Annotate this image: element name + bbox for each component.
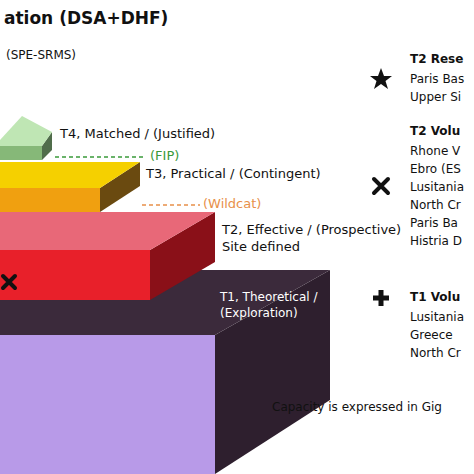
- fip-line: [55, 156, 146, 158]
- text-label: Lusitania: [410, 180, 464, 194]
- text-label: (Wildcat): [203, 196, 261, 212]
- title: ation (DSA+DHF): [4, 8, 168, 28]
- text-label: North Cr: [410, 198, 461, 212]
- star-symbol: [370, 68, 392, 89]
- text-label: Paris Bas: [410, 72, 464, 86]
- tier-face: [0, 188, 100, 212]
- text-label: Histria D: [410, 234, 462, 248]
- tier-label: T2, Effective / (Prospective) Site defin…: [222, 222, 427, 256]
- tier-face: [0, 212, 215, 250]
- text-label: (SPE-SRMS): [6, 48, 76, 62]
- text-label: Lusitania: [410, 310, 464, 324]
- cross-symbol: [3, 276, 15, 288]
- text-label: Greece: [410, 328, 453, 342]
- text-label: Upper Si: [410, 90, 461, 104]
- tier-face: [0, 335, 215, 474]
- text-label: Capacity is expressed in Gig: [272, 400, 442, 414]
- cross-symbol: [374, 179, 388, 193]
- plus-symbol: [373, 290, 389, 306]
- text-label: North Cr: [410, 346, 461, 360]
- tier-label: T3, Practical / (Contingent): [146, 166, 366, 183]
- text-label: Paris Ba: [410, 216, 458, 230]
- text-label: T2 Volu: [410, 124, 460, 138]
- tier-face: [0, 162, 140, 188]
- text-label: Rhone V: [410, 144, 460, 158]
- text-label: T1 Volu: [410, 290, 460, 304]
- tier-label: T4, Matched / (Justified): [60, 126, 260, 143]
- tier-face: [0, 250, 150, 300]
- tier-face: [0, 146, 42, 160]
- tier-face: [0, 116, 52, 146]
- text-label: (FIP): [150, 148, 179, 164]
- wildcat-line: [142, 204, 200, 206]
- text-label: Ebro (ES: [410, 162, 461, 176]
- text-label: T2 Rese: [410, 52, 463, 66]
- tier-label: T1, Theoretical / (Exploration): [220, 290, 332, 321]
